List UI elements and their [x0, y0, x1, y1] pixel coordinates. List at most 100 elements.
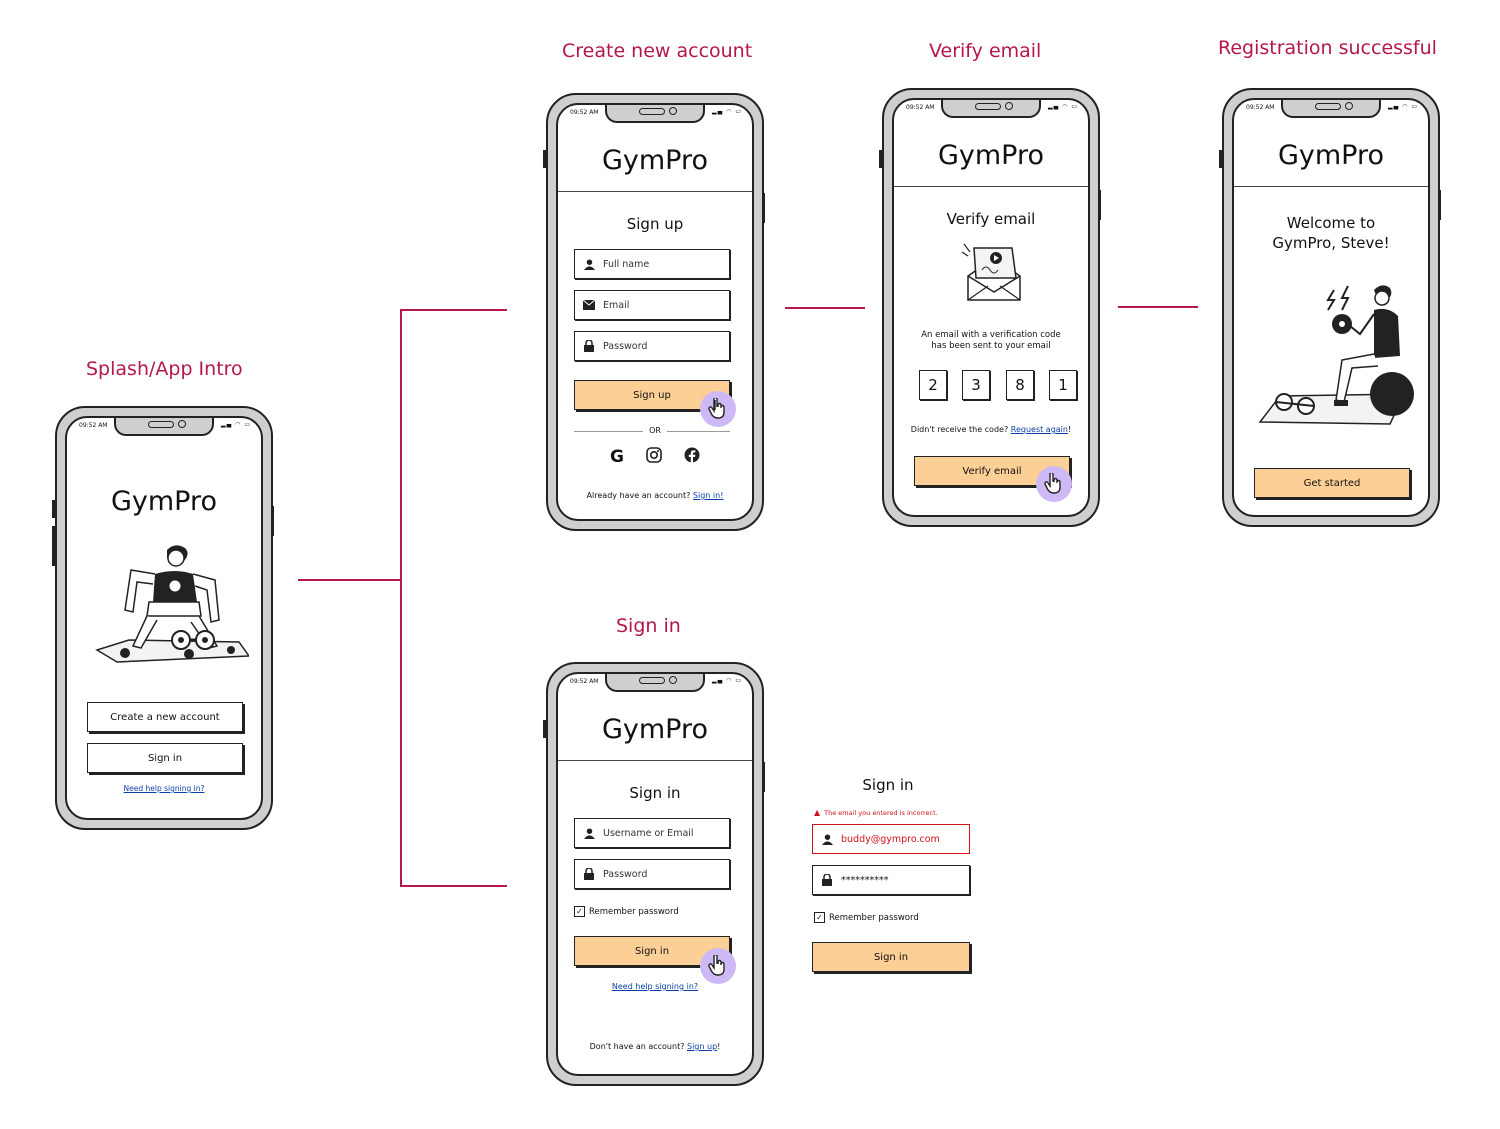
- verify-message-line1: An email with a verification code: [921, 330, 1061, 340]
- welcome-line2: GymPro, Steve!: [1272, 234, 1390, 252]
- remember-password[interactable]: ✓Remember password: [814, 912, 919, 923]
- welcome-line1: Welcome to: [1286, 214, 1376, 232]
- remember-label: Remember password: [589, 907, 679, 917]
- full-name-field[interactable]: Full name: [574, 249, 730, 279]
- status-time: 09:52 AM: [570, 678, 599, 685]
- code-digit-4[interactable]: 1: [1049, 370, 1077, 400]
- checkbox-checked-icon[interactable]: ✓: [814, 912, 825, 923]
- phone-verify: 09:52 AM ▂▄ ◠ ▭ GymPro Verify email An e…: [882, 88, 1100, 527]
- signin-prompt: Already have an account? Sign in!: [558, 491, 752, 500]
- side-button: [543, 720, 546, 738]
- app-logo: GymPro: [1277, 140, 1385, 171]
- pointer-hand-icon: [1036, 466, 1072, 502]
- facebook-icon[interactable]: [684, 447, 700, 467]
- user-icon: [821, 833, 833, 845]
- signup-suffix: !: [717, 1042, 721, 1051]
- phone-notch: [114, 418, 214, 436]
- phone-notch: [605, 105, 705, 123]
- app-logo: GymPro: [601, 714, 709, 745]
- create-account-title: Create new account: [562, 40, 753, 62]
- envelope-icon: [583, 299, 595, 311]
- email-field-error[interactable]: buddy@gympro.com: [812, 824, 970, 854]
- phone-signin: 09:52 AM ▂▄ ◠ ▭ GymPro Sign in Username …: [546, 662, 764, 1086]
- full-name-placeholder: Full name: [603, 258, 650, 270]
- google-icon[interactable]: G: [610, 447, 624, 467]
- connector-signin: [400, 885, 507, 887]
- screen: 09:52 AM ▂▄ ◠ ▭ GymPro Verify email An e…: [892, 98, 1090, 517]
- create-account-button[interactable]: Create a new account: [87, 702, 243, 732]
- dumbbell-curl-illustration: [1258, 285, 1414, 425]
- password-placeholder: Password: [603, 868, 648, 880]
- registration-success-title: Registration successful: [1218, 37, 1437, 59]
- remember-password[interactable]: ✓ Remember password: [574, 906, 679, 917]
- password-field[interactable]: Password: [574, 859, 730, 889]
- lock-icon: [821, 874, 833, 886]
- pointer-hand-icon: [700, 948, 736, 984]
- connector-vertical: [400, 309, 402, 887]
- signin-link[interactable]: Sign in!: [692, 491, 724, 500]
- signin-button[interactable]: Sign in: [812, 942, 970, 972]
- side-button: [52, 526, 55, 566]
- side-button: [271, 506, 274, 536]
- signin-error-state: Sign in ▲ The email you entered is incor…: [812, 770, 972, 980]
- verify-message-line2: has been sent to your email: [931, 341, 1051, 351]
- screen: 09:52 AM ▂▄ ◠ ▭ GymPro Welcome to GymPro…: [1232, 98, 1430, 517]
- user-icon: [583, 827, 595, 839]
- signin-button[interactable]: Sign in: [87, 743, 243, 773]
- help-link[interactable]: Need help signing in?: [123, 784, 205, 793]
- username-placeholder: Username or Email: [603, 827, 694, 839]
- phone-notch: [1281, 100, 1381, 118]
- request-again-link[interactable]: Request again: [1010, 425, 1068, 434]
- email-field[interactable]: Email: [574, 290, 730, 320]
- warning-icon: ▲: [814, 808, 821, 817]
- user-icon: [583, 258, 595, 270]
- code-digit-3[interactable]: 8: [1006, 370, 1034, 400]
- status-icons: ▂▄ ◠ ▭: [1048, 103, 1078, 110]
- weightlifter-illustration: [95, 545, 249, 663]
- username-field[interactable]: Username or Email: [574, 818, 730, 848]
- phone-notch: [605, 674, 705, 692]
- instagram-icon[interactable]: [646, 447, 662, 467]
- error-message: ▲ The email you entered is incorrect.: [814, 808, 938, 817]
- signin-prompt-text: Already have an account?: [586, 491, 691, 500]
- phone-success: 09:52 AM ▂▄ ◠ ▭ GymPro Welcome to GymPro…: [1222, 88, 1440, 527]
- phone-splash: 09:52 AM ▂▄ ◠ ▭ GymPro Create a new acco…: [55, 406, 273, 830]
- password-field[interactable]: Password: [574, 331, 730, 361]
- signup-prompt: Don't have an account? Sign up!: [558, 1042, 752, 1051]
- phone-notch: [941, 100, 1041, 118]
- signin-heading: Sign in: [629, 784, 681, 802]
- connector-success: [1118, 306, 1198, 308]
- screen: 09:52 AM ▂▄ ◠ ▭ GymPro Create a new acco…: [65, 416, 263, 820]
- status-time: 09:52 AM: [906, 104, 935, 111]
- lock-icon: [583, 340, 595, 352]
- resend-suffix: !: [1067, 425, 1072, 434]
- phone-signup: 09:52 AM ▂▄ ◠ ▭ GymPro Sign up Full name…: [546, 93, 764, 531]
- signup-heading: Sign up: [626, 215, 684, 233]
- password-value: **********: [841, 874, 889, 886]
- email-placeholder: Email: [603, 299, 630, 311]
- side-button: [543, 150, 546, 168]
- status-time: 09:52 AM: [1246, 104, 1275, 111]
- code-digit-1[interactable]: 2: [919, 370, 947, 400]
- code-digit-2[interactable]: 3: [962, 370, 990, 400]
- connector-splash: [298, 579, 402, 581]
- password-field[interactable]: **********: [812, 865, 970, 895]
- checkbox-checked-icon[interactable]: ✓: [574, 906, 585, 917]
- get-started-button[interactable]: Get started: [1254, 468, 1410, 498]
- help-link[interactable]: Need help signing in?: [611, 982, 699, 991]
- status-icons: ▂▄ ◠ ▭: [1388, 103, 1418, 110]
- signup-prompt-text: Don't have an account?: [589, 1042, 685, 1051]
- envelope-illustration: [961, 243, 1021, 301]
- app-logo: GymPro: [937, 140, 1045, 171]
- side-button: [762, 762, 765, 792]
- connector-verify: [785, 307, 865, 309]
- pointer-hand-icon: [700, 391, 736, 427]
- status-time: 09:52 AM: [570, 109, 599, 116]
- error-text: The email you entered is incorrect.: [824, 808, 938, 817]
- social-row: G: [558, 447, 752, 467]
- signup-link[interactable]: Sign up: [687, 1042, 718, 1051]
- divider: [1234, 186, 1428, 187]
- divider: [894, 186, 1088, 187]
- verify-email-title: Verify email: [929, 40, 1042, 62]
- status-icons: ▂▄ ◠ ▭: [221, 421, 251, 428]
